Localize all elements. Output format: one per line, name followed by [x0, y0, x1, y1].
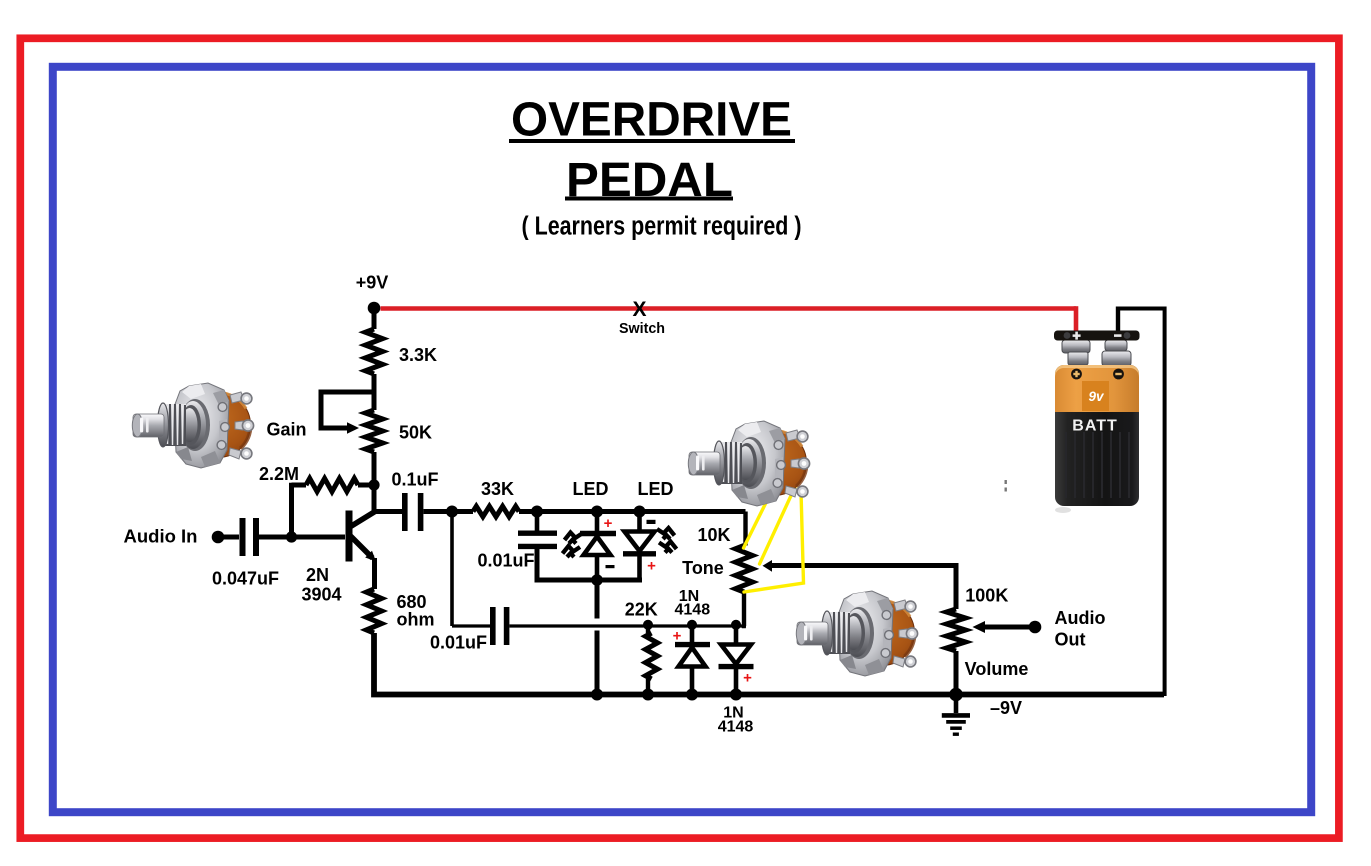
svg-text:1N: 1N [679, 588, 699, 605]
svg-text:4148: 4148 [675, 602, 711, 619]
svg-text:ohm: ohm [397, 609, 435, 629]
svg-text:22K: 22K [625, 599, 658, 619]
svg-text:2.2M: 2.2M [259, 464, 299, 484]
svg-text:( Learners permit required ): ( Learners permit required ) [522, 213, 802, 241]
svg-text:100K: 100K [965, 585, 1008, 605]
svg-text:0.01uF: 0.01uF [477, 551, 534, 571]
svg-text:33K: 33K [481, 479, 514, 499]
svg-text:+: + [604, 515, 613, 532]
svg-text:4148: 4148 [718, 719, 754, 736]
svg-text:+: + [673, 628, 682, 645]
svg-text:Volume: Volume [965, 659, 1029, 679]
svg-text:1N: 1N [723, 704, 743, 721]
svg-text:3904: 3904 [301, 584, 341, 604]
svg-text:–9V: –9V [990, 698, 1022, 718]
svg-text:50K: 50K [399, 422, 432, 442]
svg-text:0.047uF: 0.047uF [212, 568, 279, 588]
svg-text:Switch: Switch [619, 321, 665, 337]
svg-text:Audio: Audio [1055, 608, 1106, 628]
svg-text:Out: Out [1055, 630, 1086, 650]
svg-text:Gain: Gain [266, 420, 306, 440]
svg-text:+: + [647, 558, 656, 575]
svg-text:OVERDRIVE: OVERDRIVE [511, 94, 792, 147]
svg-text:9v: 9v [1088, 389, 1105, 404]
svg-text:+9V: +9V [356, 273, 389, 293]
svg-text:0.01uF: 0.01uF [430, 633, 487, 653]
svg-text:3.3K: 3.3K [399, 345, 437, 365]
svg-text:0.1uF: 0.1uF [392, 470, 439, 490]
svg-text:Tone: Tone [682, 558, 724, 578]
svg-text:2N: 2N [306, 565, 329, 585]
svg-text:Audio In: Audio In [124, 525, 198, 546]
svg-text:LED: LED [638, 479, 674, 499]
svg-text:+: + [743, 670, 752, 687]
svg-text:X: X [632, 298, 646, 321]
svg-text:680: 680 [397, 592, 427, 612]
svg-text:BATT: BATT [1072, 418, 1117, 435]
svg-text:10K: 10K [697, 525, 730, 545]
svg-text:LED: LED [573, 479, 609, 499]
